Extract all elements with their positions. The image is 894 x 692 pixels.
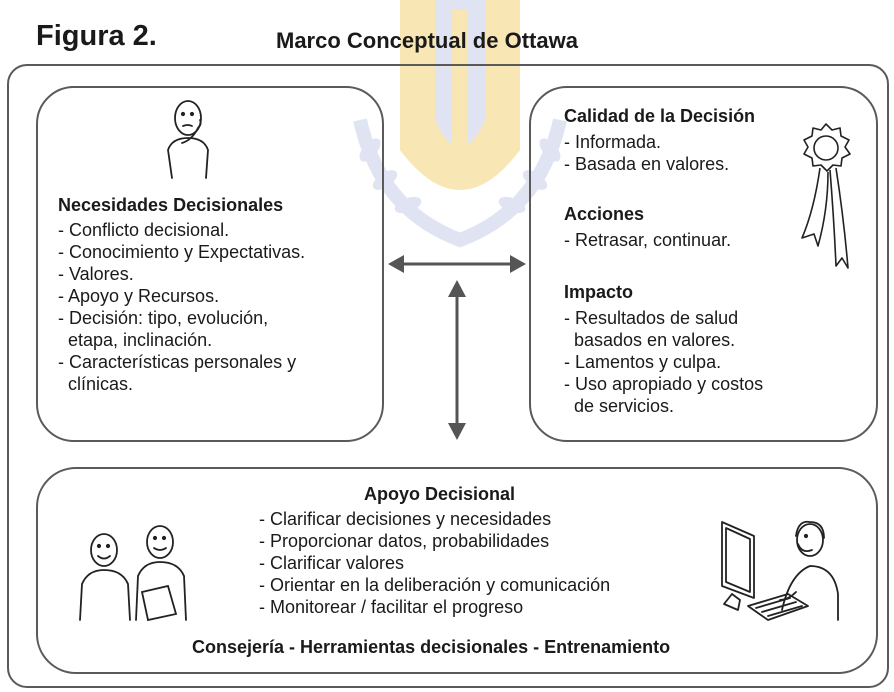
university-crest-watermark xyxy=(353,0,567,248)
list-item: - Clarificar decisiones y necesidades xyxy=(259,509,552,529)
two-people-icon xyxy=(79,525,187,622)
list-item: clínicas. xyxy=(58,374,134,394)
list-item: - Proporcionar datos, probabilidades xyxy=(259,531,550,551)
list-item: - Lamentos y culpa. xyxy=(564,352,722,372)
list-item: - Retrasar, continuar. xyxy=(564,230,732,250)
list-item: - Conocimiento y Expectativas. xyxy=(58,242,306,262)
list-item: - Informada. xyxy=(564,132,662,152)
list-item: - Valores. xyxy=(58,264,134,284)
support-box xyxy=(36,467,878,674)
impact-list: - Resultados de salud basados en valores… xyxy=(564,307,763,417)
needs-box xyxy=(36,86,384,442)
diagram-title: Marco Conceptual de Ottawa xyxy=(276,28,578,53)
figure-label: Figura 2. xyxy=(36,20,157,52)
support-title: Apoyo Decisional xyxy=(364,484,516,504)
needs-title: Necesidades Decisionales xyxy=(58,195,284,215)
thinking-person-icon xyxy=(167,100,209,179)
quality-list: - Informada.- Basada en valores. xyxy=(564,131,729,175)
list-item: - Características personales y xyxy=(58,352,297,372)
needs-list: - Conflicto decisional.- Conocimiento y … xyxy=(58,219,305,395)
outer-frame xyxy=(7,64,889,688)
list-item: etapa, inclinación. xyxy=(58,330,213,350)
actions-title: Acciones xyxy=(564,204,645,224)
award-ribbon-icon xyxy=(801,123,851,269)
double-arrow-horizontal-icon xyxy=(388,255,526,273)
double-arrow-vertical-icon xyxy=(448,280,466,440)
list-item: - Monitorear / facilitar el progreso xyxy=(259,597,524,617)
list-item: - Orientar en la deliberación y comunica… xyxy=(259,575,611,595)
list-item: - Conflicto decisional. xyxy=(58,220,230,240)
list-item: - Uso apropiado y costos xyxy=(564,374,764,394)
list-item: - Apoyo y Recursos. xyxy=(58,286,220,306)
list-item: - Clarificar valores xyxy=(259,553,405,573)
list-item: - Decisión: tipo, evolución, xyxy=(58,308,269,328)
person-at-computer-icon xyxy=(721,520,839,621)
support-footer: Consejería - Herramientas decisionales -… xyxy=(192,637,671,657)
actions-list: - Retrasar, continuar. xyxy=(564,229,731,251)
list-item: basados en valores. xyxy=(564,330,736,350)
list-item: - Resultados de salud xyxy=(564,308,739,328)
list-item: de servicios. xyxy=(564,396,675,416)
quality-box xyxy=(529,86,878,442)
support-list: - Clarificar decisiones y necesidades- P… xyxy=(259,508,610,618)
impact-title: Impacto xyxy=(564,282,634,302)
quality-title: Calidad de la Decisión xyxy=(564,106,756,126)
list-item: - Basada en valores. xyxy=(564,154,730,174)
